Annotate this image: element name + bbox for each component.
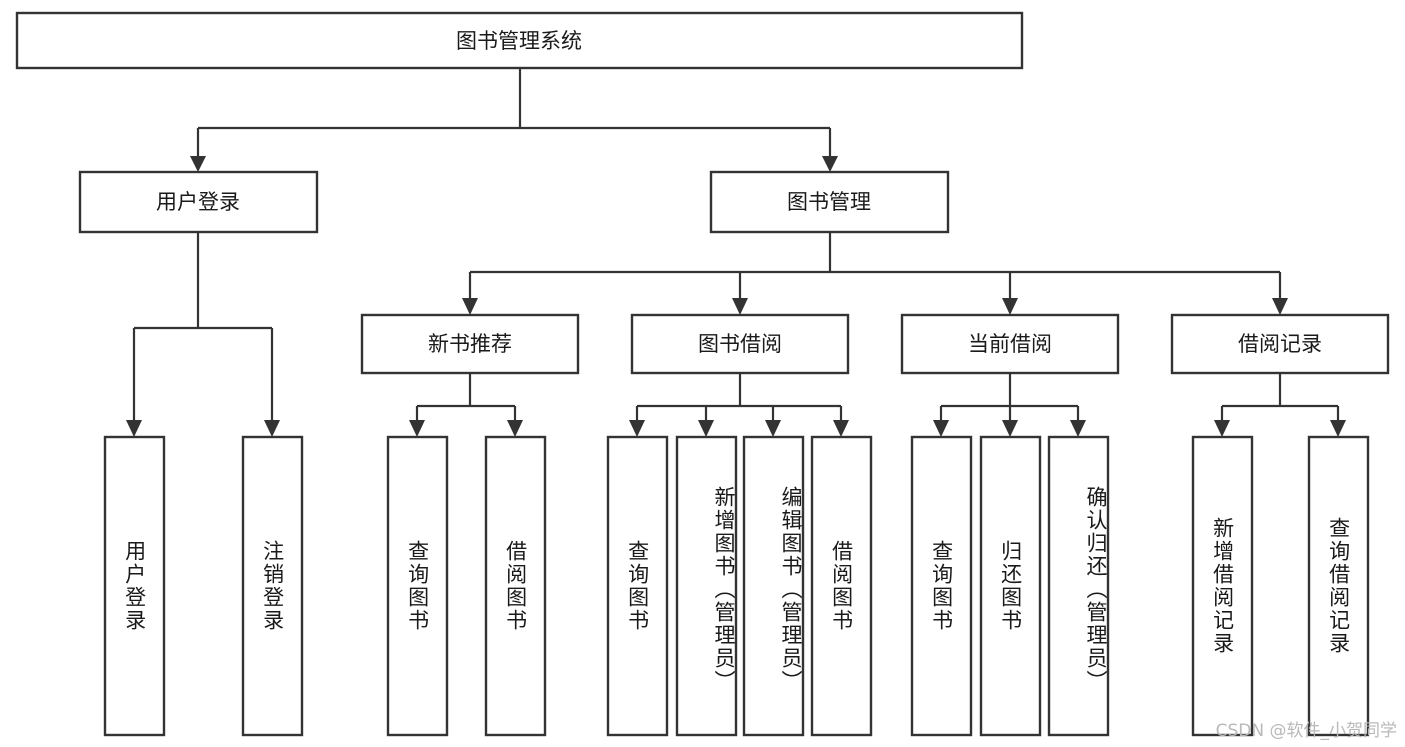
node-borrow-record-label: 借阅记录	[1238, 332, 1322, 356]
csdn-watermark: CSDN @软件_小贺同学	[1215, 721, 1397, 741]
arrowhead-leaf-add-record	[1214, 420, 1230, 437]
arrowhead-leaf-confirm-return	[1070, 420, 1086, 437]
node-root[interactable]: 图书管理系统	[15, 11, 1024, 70]
node-current-borrow-box[interactable]	[900, 313, 1120, 375]
arrowhead-current-borrow	[1002, 298, 1018, 315]
arrowhead-leaf-query-book-2	[629, 420, 645, 437]
node-book-borrow-label: 图书借阅	[698, 332, 782, 356]
node-book-management-box[interactable]	[709, 170, 950, 234]
node-borrow-record-box[interactable]	[1170, 313, 1390, 375]
arrowhead-leaf-query-record	[1330, 420, 1346, 437]
node-user-login-box[interactable]	[78, 170, 319, 234]
arrowhead-leaf-return-book	[1002, 420, 1018, 437]
node-borrow-record[interactable]: 借阅记录	[1170, 313, 1390, 375]
leaf-query-record-box[interactable]	[1307, 435, 1370, 737]
leaf-add-book-box[interactable]	[675, 435, 738, 737]
leaf-edit-book-box[interactable]	[742, 435, 805, 737]
arrowhead-leaf-user-login	[126, 420, 142, 437]
node-layer: 图书管理系统 用户登录 图书管理 新书推荐 图书借阅 当前借阅 借阅记录	[15, 11, 1390, 737]
node-book-management[interactable]: 图书管理	[709, 170, 950, 234]
arrowhead-new-book-recommend	[462, 298, 478, 315]
arrowhead-leaf-borrow-book-1	[507, 420, 523, 437]
arrowhead-borrow-record	[1272, 298, 1288, 315]
node-current-borrow[interactable]: 当前借阅	[900, 313, 1120, 375]
node-book-borrow-box[interactable]	[630, 313, 850, 375]
node-user-login[interactable]: 用户登录	[78, 170, 319, 234]
connector-layer	[126, 68, 1346, 437]
node-user-login-label: 用户登录	[156, 190, 240, 214]
leaf-borrow-book-1-box[interactable]	[484, 435, 547, 737]
arrowhead-leaf-logout-login	[264, 420, 280, 437]
arrowhead-user-login	[190, 156, 206, 172]
node-new-book-recommend-box[interactable]	[360, 313, 580, 375]
node-book-management-label: 图书管理	[787, 190, 871, 214]
arrowhead-leaf-query-book-3	[933, 420, 949, 437]
leaf-logout-login-box[interactable]	[241, 435, 304, 737]
leaf-add-record-box[interactable]	[1191, 435, 1254, 737]
leaf-return-book-box[interactable]	[979, 435, 1042, 737]
arrowhead-book-management	[822, 156, 838, 172]
leaf-user-login-box[interactable]	[103, 435, 166, 737]
leaf-query-book-3-box[interactable]	[910, 435, 973, 737]
node-root-label: 图书管理系统	[456, 29, 582, 53]
arrowhead-book-borrow	[732, 298, 748, 315]
leaf-confirm-return-box[interactable]	[1047, 435, 1110, 737]
leaf-query-book-2-box[interactable]	[606, 435, 669, 737]
leaf-borrow-book-2-box[interactable]	[810, 435, 873, 737]
node-current-borrow-label: 当前借阅	[968, 332, 1052, 356]
arrowhead-leaf-query-book-1	[409, 420, 425, 437]
node-new-book-recommend-label: 新书推荐	[428, 332, 512, 356]
node-book-borrow[interactable]: 图书借阅	[630, 313, 850, 375]
node-root-box[interactable]	[15, 11, 1024, 70]
leaf-query-book-1-box[interactable]	[386, 435, 449, 737]
arrowhead-leaf-add-book	[698, 420, 714, 437]
arrowhead-leaf-borrow-book-2	[833, 420, 849, 437]
node-new-book-recommend[interactable]: 新书推荐	[360, 313, 580, 375]
arrowhead-leaf-edit-book	[765, 420, 781, 437]
